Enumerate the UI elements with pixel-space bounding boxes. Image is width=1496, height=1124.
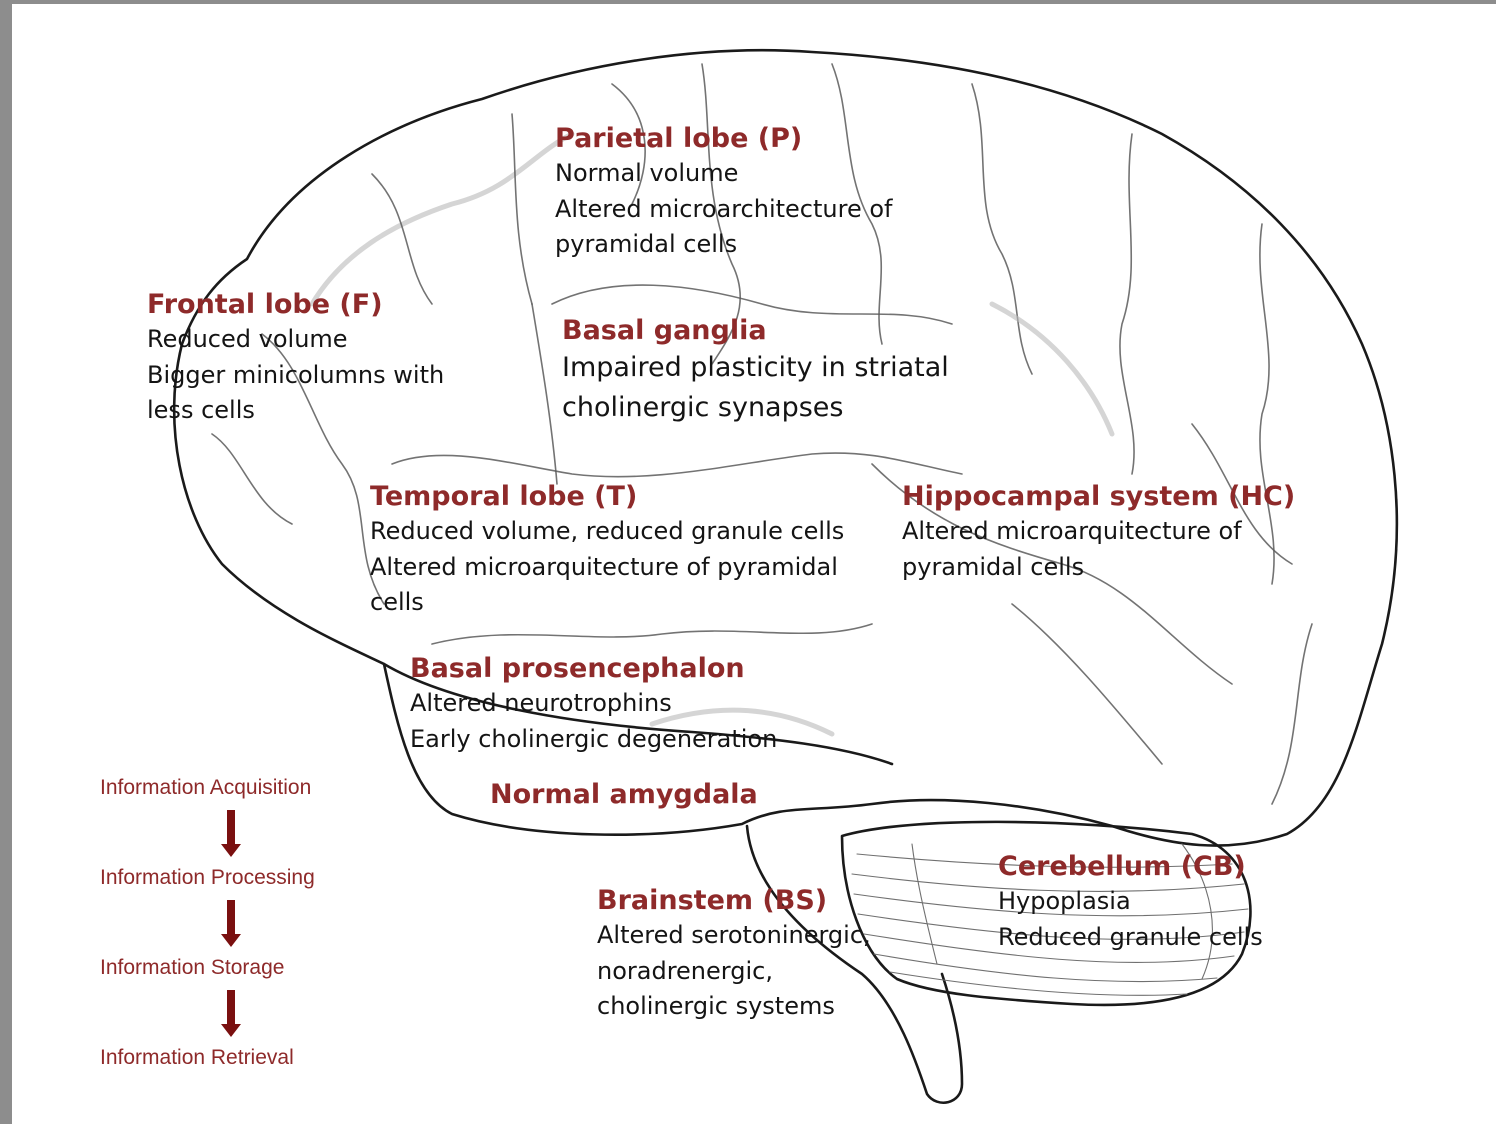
region-detail: Altered microarchitecture of xyxy=(555,192,892,228)
region-title: Normal amygdala xyxy=(490,778,758,812)
region-title: Hippocampal system (HC) xyxy=(902,480,1295,514)
region-parietal-lobe: Parietal lobe (P) Normal volume Altered … xyxy=(555,122,892,263)
region-basal-prosencephalon: Basal prosencephalon Altered neurotrophi… xyxy=(410,652,777,757)
region-detail: Hypoplasia xyxy=(998,884,1263,920)
region-basal-ganglia: Basal ganglia Impaired plasticity in str… xyxy=(562,314,949,428)
region-detail: Bigger minicolumns with xyxy=(147,358,444,394)
region-detail: Reduced volume xyxy=(147,322,444,358)
region-title: Brainstem (BS) xyxy=(597,884,871,918)
region-temporal-lobe: Temporal lobe (T) Reduced volume, reduce… xyxy=(370,480,844,621)
region-detail: pyramidal cells xyxy=(555,227,892,263)
region-title: Basal ganglia xyxy=(562,314,949,348)
region-detail: Reduced granule cells xyxy=(998,920,1263,956)
region-detail: noradrenergic, xyxy=(597,954,871,990)
region-detail: Normal volume xyxy=(555,156,892,192)
region-brainstem: Brainstem (BS) Altered serotoninergic, n… xyxy=(597,884,871,1025)
region-detail: Altered serotoninergic, xyxy=(597,918,871,954)
region-detail: less cells xyxy=(147,393,444,429)
flow-step-label: Information Storage xyxy=(100,954,360,982)
region-amygdala: Normal amygdala xyxy=(490,778,758,812)
region-title: Parietal lobe (P) xyxy=(555,122,892,156)
figure-canvas: Parietal lobe (P) Normal volume Altered … xyxy=(12,4,1496,1124)
region-detail: Impaired plasticity in striatal xyxy=(562,348,949,388)
region-detail: cholinergic systems xyxy=(597,989,871,1025)
region-detail: cholinergic synapses xyxy=(562,388,949,428)
region-hippocampal-system: Hippocampal system (HC) Altered microarq… xyxy=(902,480,1295,585)
region-detail: pyramidal cells xyxy=(902,550,1295,586)
down-arrow-icon xyxy=(219,900,243,948)
flow-step-label: Information Processing xyxy=(100,864,360,892)
region-frontal-lobe: Frontal lobe (F) Reduced volume Bigger m… xyxy=(147,288,444,429)
region-cerebellum: Cerebellum (CB) Hypoplasia Reduced granu… xyxy=(998,850,1263,955)
down-arrow-icon xyxy=(219,990,243,1038)
region-title: Temporal lobe (T) xyxy=(370,480,844,514)
down-arrow-icon xyxy=(219,810,243,858)
region-title: Cerebellum (CB) xyxy=(998,850,1263,884)
region-title: Basal prosencephalon xyxy=(410,652,777,686)
region-detail: Reduced volume, reduced granule cells xyxy=(370,514,844,550)
region-detail: Altered neurotrophins xyxy=(410,686,777,722)
region-detail: Early cholinergic degeneration xyxy=(410,722,777,758)
flow-step-label: Information Retrieval xyxy=(100,1044,360,1072)
region-title: Frontal lobe (F) xyxy=(147,288,444,322)
information-flow: Information Acquisition Information Proc… xyxy=(100,774,360,1072)
flow-step-label: Information Acquisition xyxy=(100,774,360,802)
region-detail: Altered microarquitecture of xyxy=(902,514,1295,550)
region-detail: cells xyxy=(370,585,844,621)
region-detail: Altered microarquitecture of pyramidal xyxy=(370,550,844,586)
